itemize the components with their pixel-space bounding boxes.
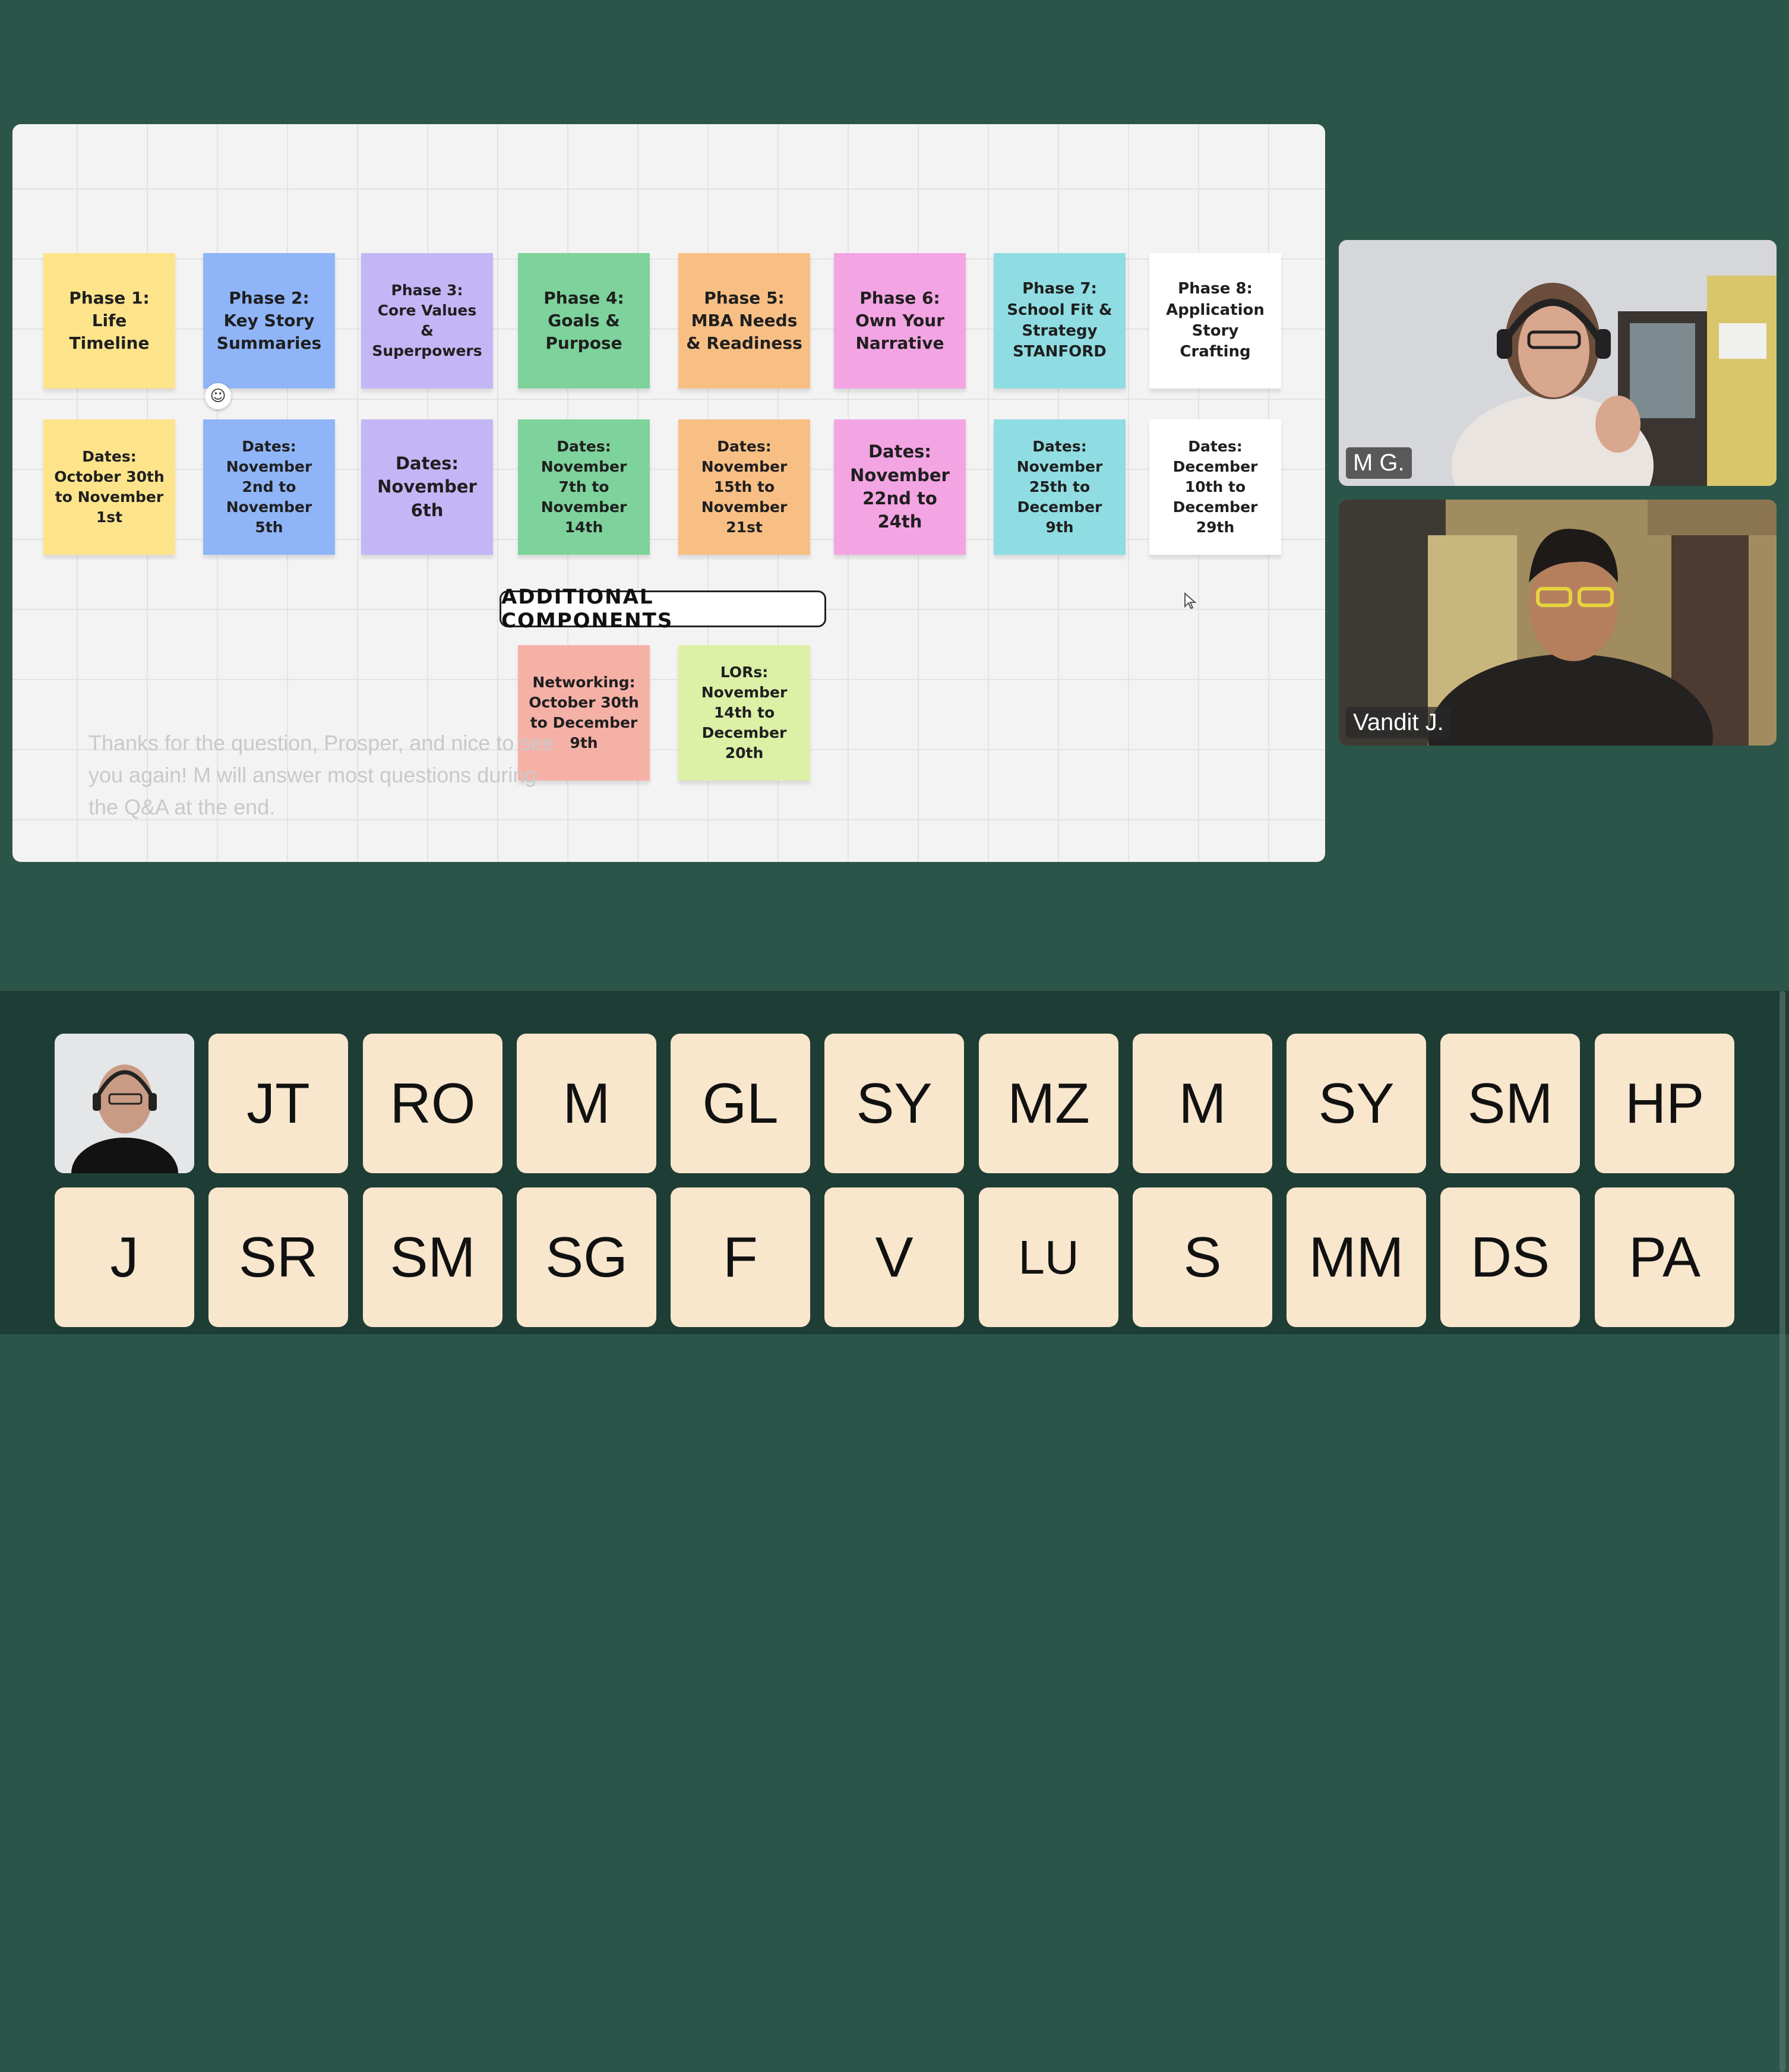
participant-tile[interactable]: HP [1595,1034,1734,1173]
participant-tile[interactable]: J [55,1187,194,1327]
sticky-phase-5[interactable]: Phase 5: MBA Needs & Readiness [678,253,810,389]
participant-tile[interactable]: GL [671,1034,810,1173]
participant-tile[interactable]: SY [1287,1034,1426,1173]
participant-name-tag: Vandit J. [1346,707,1451,738]
sticky-dates-4[interactable]: Dates: November 7th to November 14th [518,419,650,555]
sticky-dates-1[interactable]: Dates: October 30th to November 1st [43,419,175,555]
participant-tile[interactable]: DS [1440,1187,1580,1327]
chat-message-overlay: Thanks for the question, Prosper, and ni… [88,731,555,819]
participant-tile[interactable]: RO [363,1034,502,1173]
sticky-networking[interactable]: Networking: October 30th to December 9th [518,645,650,781]
participant-tile[interactable]: M [1133,1034,1272,1173]
sticky-dates-2[interactable]: Dates: November 2nd to November 5th [203,419,335,555]
participant-tile[interactable]: SR [208,1187,348,1327]
mouse-cursor-icon [1184,592,1197,609]
sticky-phase-4[interactable]: Phase 4: Goals & Purpose [518,253,650,389]
sticky-dates-8[interactable]: Dates: December 10th to December 29th [1149,419,1281,555]
sticky-dates-6[interactable]: Dates: November 22nd to 24th [834,419,966,555]
participant-strip[interactable]: JT RO M GL SY MZ M SY SM HP J SR SM SG F… [0,991,1789,2072]
sticky-phase-8[interactable]: Phase 8: Application Story Crafting [1149,253,1281,389]
sticky-phase-2[interactable]: Phase 2: Key Story Summaries [203,253,335,389]
participant-video-vandit [1339,500,1777,746]
participant-tile[interactable]: MZ [979,1034,1118,1173]
video-tile-mg[interactable]: M G. [1339,240,1777,486]
participant-tile[interactable]: S [1133,1187,1272,1327]
video-tile-vandit[interactable]: Vandit J. [1339,500,1777,746]
sticky-lors[interactable]: LORs: November 14th to December 20th [678,645,810,781]
participant-tile[interactable]: M [517,1034,656,1173]
participant-tile[interactable]: SG [517,1187,656,1327]
participant-tile[interactable]: SY [824,1034,964,1173]
participant-strip-scrollbar[interactable] [1779,991,1785,2072]
sticky-phase-6[interactable]: Phase 6: Own Your Narrative [834,253,966,389]
participant-tile[interactable]: SM [1440,1034,1580,1173]
additional-components-label[interactable]: ADDITIONAL COMPONENTS [500,585,826,633]
add-reaction-icon[interactable]: ☺ [205,383,231,409]
participant-video-self [55,1034,194,1173]
sticky-dates-3[interactable]: Dates: November 6th [361,419,493,555]
sticky-phase-3[interactable]: Phase 3: Core Values & Superpowers [361,253,493,389]
participant-name-tag: M G. [1346,447,1412,479]
participant-tile[interactable]: PA [1595,1187,1734,1327]
shared-whiteboard[interactable]: Phase 1: Life Timeline Phase 2: Key Stor… [12,124,1325,862]
sticky-dates-5[interactable]: Dates: November 15th to November 21st [678,419,810,555]
participant-video-mg [1339,240,1777,486]
sticky-phase-1[interactable]: Phase 1: Life Timeline [43,253,175,389]
participant-tile[interactable]: F [671,1187,810,1327]
participant-tile[interactable]: JT [208,1034,348,1173]
participant-tile[interactable]: LU [979,1187,1118,1327]
participant-tile[interactable]: SM [363,1187,502,1327]
participant-tile[interactable]: V [824,1187,964,1327]
sticky-dates-7[interactable]: Dates: November 25th to December 9th [994,419,1126,555]
sticky-phase-7[interactable]: Phase 7: School Fit & Strategy STANFORD [994,253,1126,389]
participant-tile[interactable]: MM [1287,1187,1426,1327]
participant-tile-self-video[interactable] [55,1034,194,1173]
